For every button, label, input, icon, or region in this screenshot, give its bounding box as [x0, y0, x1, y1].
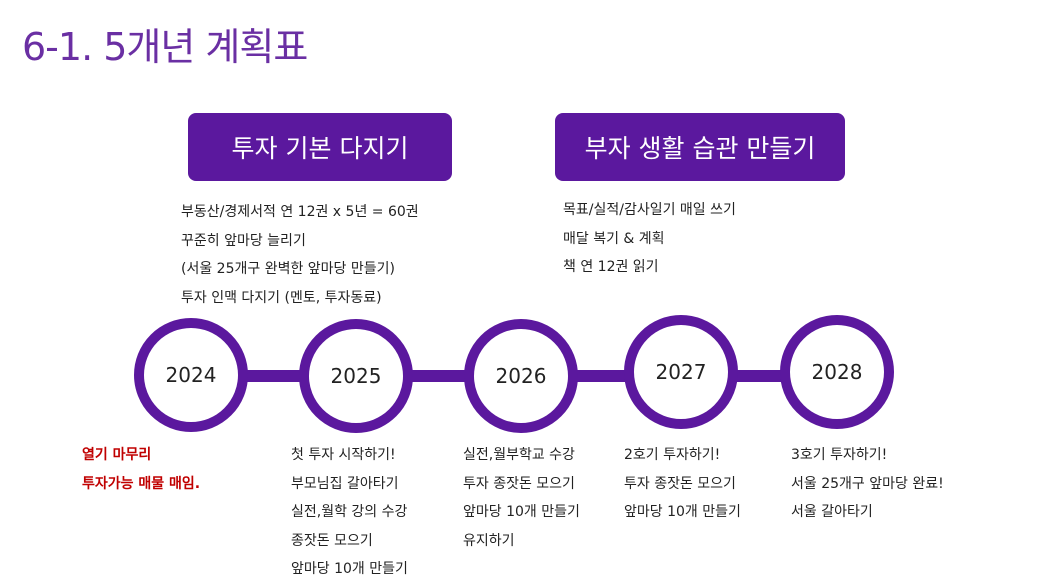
year-label: 2026 — [495, 364, 547, 388]
list-item: 부모님집 갈아타기 — [291, 475, 399, 492]
list-item: 투자가능 매물 매임. — [82, 475, 201, 492]
year-label: 2028 — [811, 360, 863, 384]
year-label: 2024 — [165, 363, 217, 387]
timeline-connector — [730, 370, 795, 382]
year-node-2026: 2026 — [464, 319, 578, 433]
list-item: 앞마당 10개 만들기 — [291, 561, 408, 577]
year-node-2028: 2028 — [780, 315, 894, 429]
theme-label: 부자 생활 습관 만들기 — [584, 134, 816, 163]
list-item: 서울 갈아타기 — [791, 504, 873, 520]
theme-box-investment-basics: 투자 기본 다지기 — [188, 113, 452, 181]
list-item: 투자 인맥 다지기 (멘토, 투자동료) — [181, 289, 382, 306]
list-item: 3호기 투자하기! — [791, 447, 888, 463]
year-node-2025: 2025 — [299, 319, 413, 433]
year-column-2026: 실전,월부학교 수강 투자 종잣돈 모으기 앞마당 10개 만들기 유지하기 — [463, 441, 580, 555]
list-item: (서울 25개구 완벽한 앞마당 만들기) — [181, 261, 395, 277]
timeline-connector — [240, 370, 310, 382]
theme-box-rich-habits: 부자 생활 습관 만들기 — [555, 113, 845, 181]
year-column-2025: 첫 투자 시작하기! 부모님집 갈아타기 실전,월학 강의 수강 종잣돈 모으기… — [291, 441, 408, 584]
list-item: 실전,월부학교 수강 — [463, 447, 575, 463]
theme-label: 투자 기본 다지기 — [231, 134, 409, 163]
theme-list-investment-basics: 부동산/경제서적 연 12권 x 5년 = 60권 꾸준히 앞마당 늘리기 (서… — [181, 198, 419, 312]
list-item: 열기 마무리 — [82, 447, 152, 463]
list-item: 서울 25개구 앞마당 완료! — [791, 475, 944, 492]
list-item: 꾸준히 앞마당 늘리기 — [181, 232, 306, 249]
year-label: 2027 — [655, 360, 707, 384]
year-node-2024: 2024 — [134, 318, 248, 432]
list-item: 투자 종잣돈 모으기 — [624, 475, 736, 492]
theme-list-rich-habits: 목표/실적/감사일기 매일 쓰기 매달 복기 & 계획 책 연 12권 읽기 — [563, 196, 736, 282]
year-node-2027: 2027 — [624, 315, 738, 429]
list-item: 종잣돈 모으기 — [291, 532, 373, 549]
list-item: 유지하기 — [463, 532, 515, 549]
year-column-2027: 2호기 투자하기! 투자 종잣돈 모으기 앞마당 10개 만들기 — [624, 441, 741, 527]
page-title: 6-1. 5개년 계획표 — [22, 25, 308, 69]
list-item: 실전,월학 강의 수강 — [291, 504, 408, 520]
list-item: 첫 투자 시작하기! — [291, 447, 396, 463]
year-label: 2025 — [330, 364, 382, 388]
list-item: 목표/실적/감사일기 매일 쓰기 — [563, 202, 736, 218]
list-item: 책 연 12권 읽기 — [563, 259, 659, 275]
list-item: 2호기 투자하기! — [624, 447, 721, 463]
timeline-connector — [570, 370, 640, 382]
list-item: 앞마당 10개 만들기 — [624, 504, 741, 520]
year-column-2024: 열기 마무리 투자가능 매물 매임. — [82, 441, 200, 498]
timeline-connector — [405, 370, 475, 382]
list-item: 투자 종잣돈 모으기 — [463, 475, 575, 492]
list-item: 앞마당 10개 만들기 — [463, 504, 580, 520]
year-column-2028: 3호기 투자하기! 서울 25개구 앞마당 완료! 서울 갈아타기 — [791, 441, 944, 527]
list-item: 부동산/경제서적 연 12권 x 5년 = 60권 — [181, 204, 419, 220]
list-item: 매달 복기 & 계획 — [563, 230, 665, 247]
